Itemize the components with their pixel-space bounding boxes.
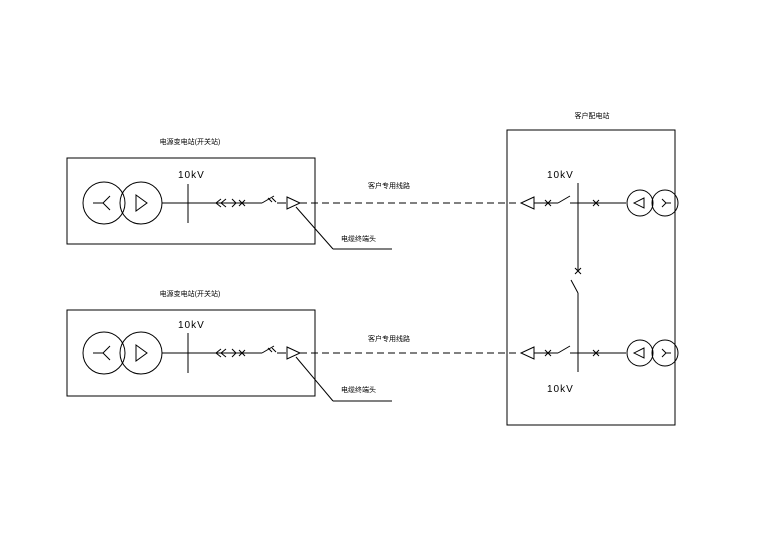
cable-head-label-1: 电缆终端头 [341, 234, 376, 243]
disconnect-switch-icon [247, 345, 286, 354]
source-station-1-title: 电源变电站(开关站) [160, 137, 221, 146]
disconnect-switch-icon [247, 195, 286, 204]
disconnect-switch-icon [570, 279, 579, 294]
cable-head-leader [295, 356, 334, 402]
cable-termination-icon [519, 346, 535, 360]
cable-termination-icon [286, 346, 302, 360]
customer-station-title: 客户配电站 [575, 111, 610, 120]
transformer-icon [626, 339, 679, 367]
plug-socket-icon [215, 198, 237, 208]
breaker-cross-icon [238, 199, 246, 207]
customer-station: 客户配电站 10kV 10kV [506, 111, 679, 426]
breaker-cross-icon [592, 349, 600, 357]
customer-voltage-bottom: 10kV [547, 384, 574, 395]
customer-line-1-label: 客户专用线路 [368, 181, 410, 190]
cable-termination-icon [519, 196, 535, 210]
plug-socket-icon [215, 348, 237, 358]
transformer-icon [626, 189, 679, 217]
source-station-1-box [66, 157, 316, 245]
breaker-cross-icon [544, 199, 552, 207]
breaker-cross-icon [544, 349, 552, 357]
breaker-cross-icon [238, 349, 246, 357]
source-station-1: 电源变电站(开关站) 10kV 电缆终端头 [66, 137, 392, 250]
customer-station-box [506, 129, 676, 426]
customer-line-2-label: 客户专用线路 [368, 334, 410, 343]
transformer-icon [82, 331, 163, 375]
source-station-2: 电源变电站(开关站) 10kV 电缆终端头 [66, 289, 392, 402]
breaker-cross-icon [574, 267, 582, 275]
cable-head-leader [295, 206, 334, 250]
customer-voltage-top: 10kV [547, 170, 574, 181]
transformer-icon [82, 181, 163, 225]
disconnect-switch-icon [557, 345, 571, 354]
cable-head-label-2: 电缆终端头 [341, 385, 376, 394]
source-station-2-title: 电源变电站(开关站) [160, 289, 221, 298]
source-station-2-voltage: 10kV [178, 320, 205, 331]
disconnect-switch-icon [557, 195, 571, 204]
source-station-1-voltage: 10kV [178, 170, 205, 181]
cable-termination-icon [286, 196, 302, 210]
breaker-cross-icon [592, 199, 600, 207]
